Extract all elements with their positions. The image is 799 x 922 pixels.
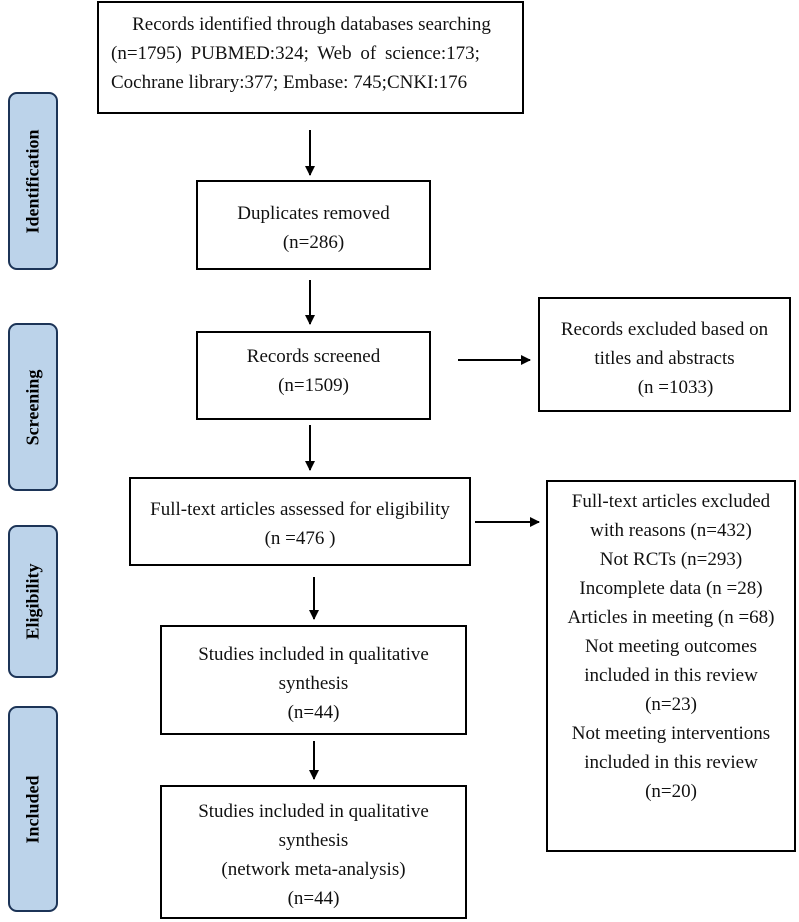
records-excluded-line-1: Records excluded based on bbox=[560, 319, 769, 340]
duplicates-removed-count: (n=286) bbox=[282, 232, 345, 253]
fulltext-excluded-line-11: (n=20) bbox=[645, 781, 697, 802]
fulltext-excluded-line-2: with reasons (n=432) bbox=[590, 520, 752, 541]
fulltext-excluded-line-6: Not meeting outcomes bbox=[584, 636, 758, 657]
fulltext-excluded-box: Full-text articles excluded with reasons… bbox=[546, 480, 796, 852]
records-excluded-count: (n =1033) bbox=[637, 377, 714, 398]
network-meta-analysis-line-3: (network meta-analysis) bbox=[221, 859, 406, 880]
records-identified-line-1: Records identified through databases sea… bbox=[132, 14, 491, 35]
records-screened-count: (n=1509) bbox=[278, 375, 349, 396]
network-meta-analysis-line-2: synthesis bbox=[278, 830, 349, 851]
fulltext-excluded-line-5: Articles in meeting (n =68) bbox=[567, 607, 775, 628]
fulltext-excluded-line-9: Not meeting interventions bbox=[571, 723, 771, 744]
fulltext-excluded-line-8: (n=23) bbox=[645, 694, 697, 715]
fulltext-excluded-line-10: included in this review bbox=[584, 752, 758, 773]
fulltext-assessed-count: (n =476 ) bbox=[264, 528, 336, 549]
records-screened-line-1: Records screened bbox=[246, 346, 381, 367]
phase-screening: Screening bbox=[8, 323, 58, 491]
duplicates-removed-box: Duplicates removed (n=286) bbox=[196, 180, 431, 270]
fulltext-assessed-box: Full-text articles assessed for eligibil… bbox=[129, 477, 471, 566]
qualitative-synthesis-line-1: Studies included in qualitative bbox=[198, 644, 429, 665]
network-meta-analysis-line-1: Studies included in qualitative bbox=[198, 801, 429, 822]
records-screened-box: Records screened (n=1509) bbox=[196, 331, 431, 420]
qualitative-synthesis-line-2: synthesis bbox=[278, 673, 349, 694]
phase-included: Included bbox=[8, 706, 58, 912]
fulltext-excluded-line-7: included in this review bbox=[584, 665, 758, 686]
qualitative-synthesis-count: (n=44) bbox=[287, 702, 340, 723]
fulltext-assessed-line-1: Full-text articles assessed for eligibil… bbox=[150, 499, 450, 520]
records-excluded-box: Records excluded based on titles and abs… bbox=[538, 297, 791, 412]
phase-identification: Identification bbox=[8, 92, 58, 270]
qualitative-synthesis-box: Studies included in qualitative synthesi… bbox=[160, 625, 467, 735]
records-identified-line-2: (n=1795) PUBMED:324; Web of science:173; bbox=[111, 43, 480, 64]
records-identified-box: Records identified through databases sea… bbox=[97, 1, 524, 114]
fulltext-excluded-line-4: Incomplete data (n =28) bbox=[579, 578, 763, 599]
network-meta-analysis-count: (n=44) bbox=[287, 888, 340, 909]
network-meta-analysis-box: Studies included in qualitative synthesi… bbox=[160, 785, 467, 919]
duplicates-removed-line-1: Duplicates removed bbox=[237, 203, 390, 224]
records-identified-line-3: Cochrane library:377; Embase: 745;CNKI:1… bbox=[111, 72, 468, 93]
phase-eligibility: Eligibility bbox=[8, 525, 58, 678]
fulltext-excluded-line-3: Not RCTs (n=293) bbox=[599, 549, 743, 570]
records-excluded-line-2: titles and abstracts bbox=[594, 348, 735, 369]
fulltext-excluded-line-1: Full-text articles excluded bbox=[571, 491, 771, 512]
